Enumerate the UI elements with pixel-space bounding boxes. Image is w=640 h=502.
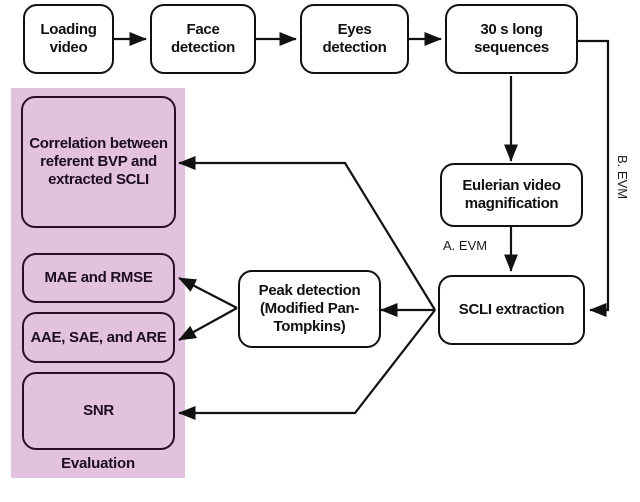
node-scli-extraction[interactable]: SCLI extraction <box>438 275 585 345</box>
node-mae-rmse[interactable]: MAE and RMSE <box>22 253 175 303</box>
edge-peak-to-mae <box>178 277 238 309</box>
edge-label-b-evm: B. EVM <box>615 155 630 200</box>
node-face-detection[interactable]: Face detection <box>150 4 256 74</box>
node-long-sequences[interactable]: 30 s long sequences <box>445 4 578 74</box>
node-aae-sae-are[interactable]: AAE, SAE, and ARE <box>22 312 175 363</box>
edge-peak-to-aae <box>178 307 238 341</box>
node-eyes-detection[interactable]: Eyes detection <box>300 4 409 74</box>
node-loading-video[interactable]: Loading video <box>23 4 114 74</box>
edge-label-a-evm: A. EVM <box>443 238 488 253</box>
node-snr[interactable]: SNR <box>22 372 175 450</box>
evaluation-panel-label: Evaluation <box>61 455 135 472</box>
node-peak-detection[interactable]: Peak detection (Modified Pan-Tompkins) <box>238 270 381 348</box>
node-correlation[interactable]: Correlation between referent BVP and ext… <box>21 96 176 228</box>
node-eulerian-video-magnification[interactable]: Eulerian video magnification <box>440 163 583 227</box>
